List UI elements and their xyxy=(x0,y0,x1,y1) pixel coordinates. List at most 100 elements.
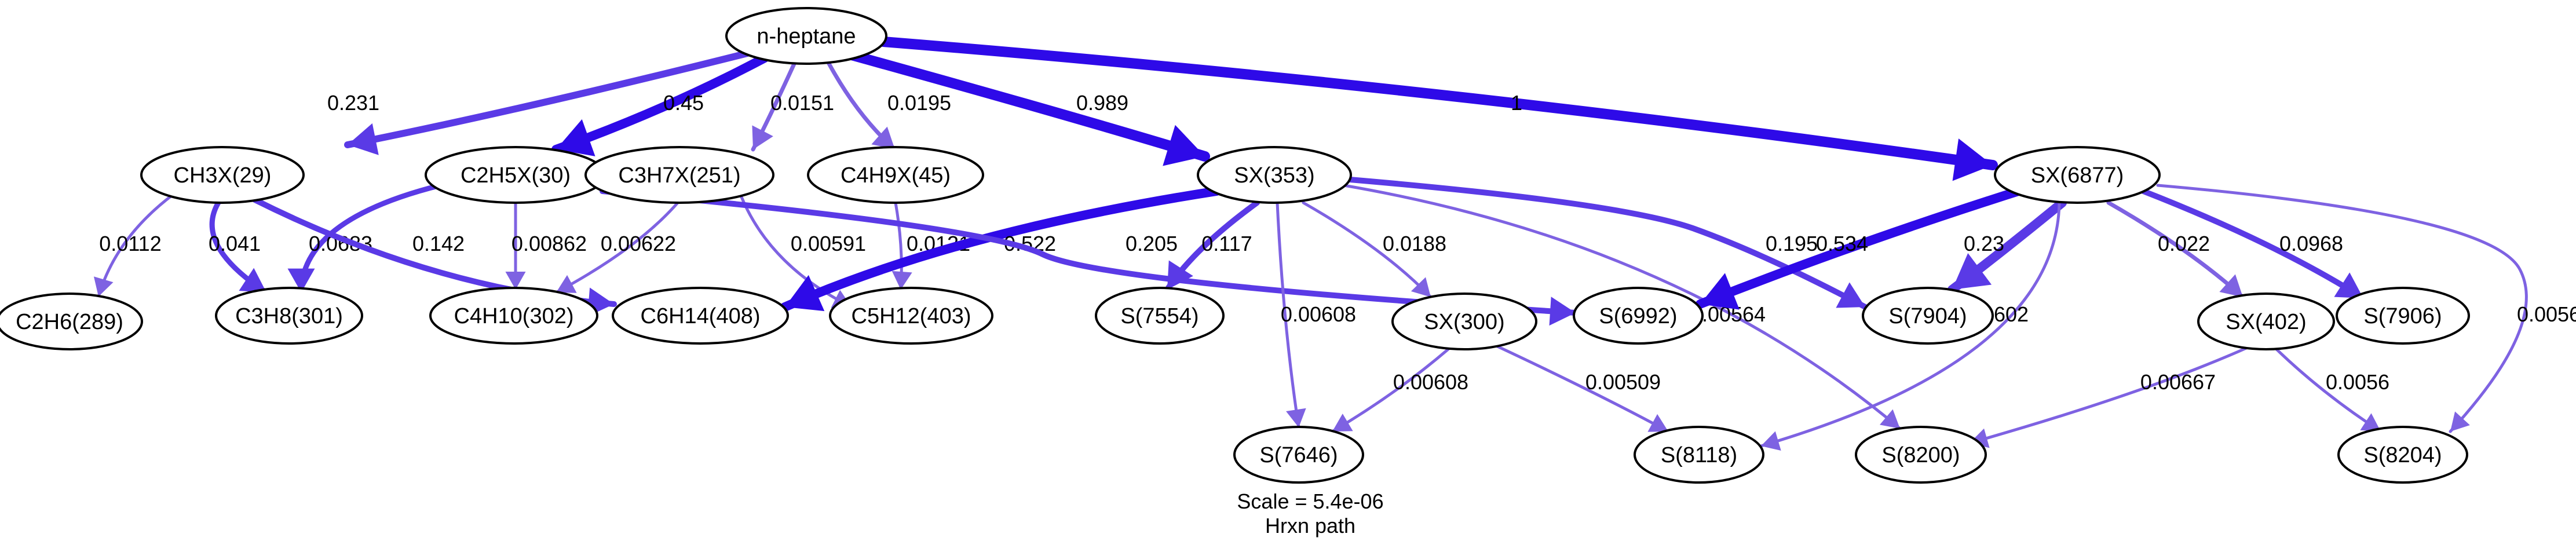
edge-arrowhead xyxy=(239,268,266,293)
edge-line xyxy=(1696,184,2032,309)
edge-arrowhead xyxy=(1167,260,1193,290)
node-label: C2H5X(30) xyxy=(461,163,571,188)
node-ellipse xyxy=(1855,426,1987,484)
node-label: C6H14(408) xyxy=(641,304,761,328)
edge-arrowhead xyxy=(1952,138,1993,181)
edge-arrowhead xyxy=(871,126,895,149)
node-c2h5x: C2H5X(30) xyxy=(425,146,606,204)
edge-arrowhead xyxy=(93,276,114,297)
node-ellipse xyxy=(215,287,363,345)
edge-flux-label: 0.0195 xyxy=(887,91,951,115)
edge-line xyxy=(846,50,1210,162)
edge-flux-label: 0.00509 xyxy=(1585,370,1661,394)
edge-flux-label: 0.00622 xyxy=(601,232,676,255)
node-s8204: S(8204) xyxy=(2337,426,2468,484)
node-label: SX(6877) xyxy=(2031,163,2124,188)
edge-line xyxy=(1968,346,2249,445)
node-label: C5H12(403) xyxy=(852,304,971,328)
node-label: S(7904) xyxy=(1888,304,1967,328)
node-sx402: SX(402) xyxy=(2197,293,2335,350)
node-c4h9x: C4H9X(45) xyxy=(807,146,984,204)
edge-arrowhead xyxy=(752,125,773,149)
edge-arrowhead xyxy=(2334,272,2363,298)
node-label: S(8200) xyxy=(1881,443,1960,467)
edge-flux-label: 0.0056 xyxy=(2517,302,2576,326)
edge-line xyxy=(600,188,1579,316)
node-ellipse xyxy=(2197,293,2335,350)
edge-line xyxy=(1331,348,1450,433)
edge-flux-label: 0.0968 xyxy=(2279,232,2343,255)
node-label: C2H6(289) xyxy=(16,310,123,334)
edge-line xyxy=(1496,345,1670,433)
edge-line xyxy=(1342,184,1902,430)
edge-arrowhead xyxy=(556,119,595,156)
node-ellipse xyxy=(1573,287,1704,345)
edge-line xyxy=(2156,184,2528,433)
node-label: C4H9X(45) xyxy=(841,163,951,188)
edge-heptane-c4h9x: 0.0195 xyxy=(826,60,951,152)
edge-c2h5x-s6992: 0.205 xyxy=(600,188,1579,326)
edge-arrowhead xyxy=(785,275,825,312)
edge-flux-label: 0.0188 xyxy=(1383,232,1446,255)
edge-line xyxy=(878,36,1998,170)
node-ellipse xyxy=(140,146,305,204)
node-label: S(8204) xyxy=(2363,443,2442,467)
node-label: S(8118) xyxy=(1661,443,1737,467)
edge-flux-label: 0.00591 xyxy=(791,232,866,255)
edge-sx300-s7646: 0.00608 xyxy=(1331,348,1468,433)
edge-arrowhead xyxy=(1647,414,1668,432)
edge-ch3x-c2h6: 0.0112 xyxy=(93,192,176,298)
node-sx353: SX(353) xyxy=(1197,146,1352,204)
edge-arrowhead xyxy=(1880,409,1900,429)
edge-heptane-sx353: 0.989 xyxy=(846,50,1210,166)
edge-arrowhead xyxy=(1163,125,1205,166)
node-ellipse xyxy=(1862,287,1994,345)
edge-sx353-sx300: 0.0188 xyxy=(1302,201,1446,299)
edge-flux-label: 0.117 xyxy=(1201,232,1252,255)
node-label: n-heptane xyxy=(757,24,856,49)
node-label: C3H7X(251) xyxy=(618,163,740,188)
node-ellipse xyxy=(1095,287,1225,345)
edge-sx6877-s7906: 0.0968 xyxy=(2140,188,2366,301)
node-ellipse xyxy=(1391,293,1537,350)
edge-sx6877-sx402: 0.022 xyxy=(2106,200,2245,299)
node-ellipse xyxy=(1634,426,1764,484)
node-c6h14: C6H14(408) xyxy=(612,287,789,345)
node-label: SX(402) xyxy=(2226,310,2306,334)
edge-arrowhead xyxy=(505,272,526,290)
node-s7906: S(7906) xyxy=(2336,287,2470,345)
node-ellipse xyxy=(612,287,789,345)
node-label: S(7554) xyxy=(1120,304,1199,328)
node-s7554: S(7554) xyxy=(1095,287,1225,345)
edge-flux-label: 0.534 xyxy=(1816,232,1868,255)
edge-flux-label: 0.00667 xyxy=(2140,370,2216,394)
footer: Scale = 5.4e-06 Hrxn path xyxy=(1237,489,1383,538)
node-ellipse xyxy=(2337,426,2468,484)
edge-line xyxy=(740,195,853,309)
edge-flux-label: 0.0683 xyxy=(309,232,372,255)
node-label: SX(300) xyxy=(1424,310,1504,334)
edge-arrowhead xyxy=(287,268,315,293)
edge-flux-label: 0.23 xyxy=(1964,232,2004,255)
edge-flux-label: 0.0056 xyxy=(2326,370,2389,394)
edge-ch3x-c3h8: 0.041 xyxy=(209,197,269,295)
edge-flux-label: 0.195 xyxy=(1766,232,1818,255)
edge-line xyxy=(2140,188,2366,301)
edge-line xyxy=(344,50,751,148)
node-c3h7x: C3H7X(251) xyxy=(584,146,774,204)
edge-arrowhead xyxy=(891,270,912,290)
node-c4h10: C4H10(302) xyxy=(429,287,598,345)
edge-sx6877-s7904: 0.23 xyxy=(1947,198,2067,294)
edge-flux-label: 0.022 xyxy=(2158,232,2210,255)
node-ellipse xyxy=(829,287,993,345)
node-label: SX(353) xyxy=(1234,163,1314,188)
edge-arrowhead xyxy=(1952,253,1992,290)
node-label: S(7646) xyxy=(1259,443,1338,467)
node-ellipse xyxy=(429,287,598,345)
edge-sx402-s8200: 0.00667 xyxy=(1968,346,2249,448)
edge-heptane-ch3x: 0.231 xyxy=(327,50,751,155)
node-c3h8: C3H8(301) xyxy=(215,287,363,345)
edge-flux-label: 0.142 xyxy=(412,232,465,255)
